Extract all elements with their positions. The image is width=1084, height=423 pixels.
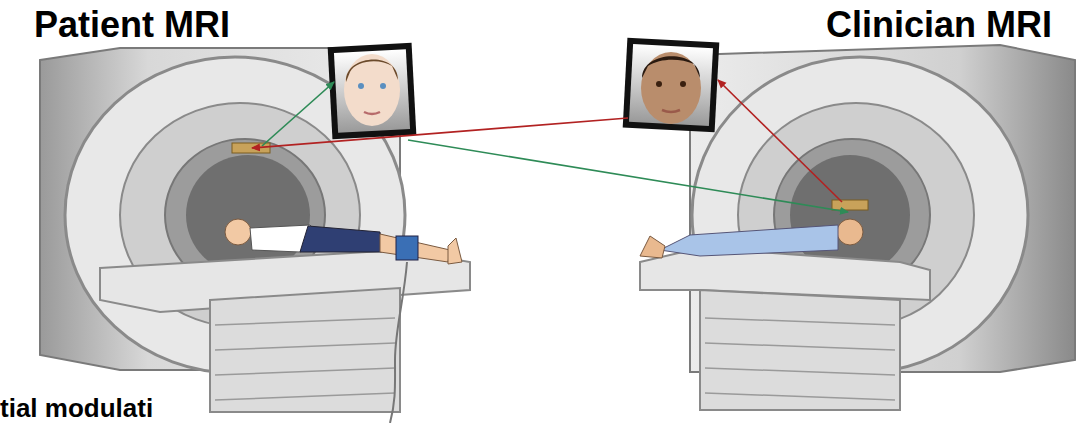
patient-scanner	[40, 48, 470, 423]
gaze-arrows	[252, 80, 848, 212]
clinician-face-display	[623, 38, 720, 133]
scanner-label: Patient MRI	[34, 4, 230, 46]
stimulus-label: tial modulati	[0, 393, 153, 423]
scanner-label: Clinician MRI	[826, 4, 1052, 46]
patient-face-display	[328, 43, 417, 139]
